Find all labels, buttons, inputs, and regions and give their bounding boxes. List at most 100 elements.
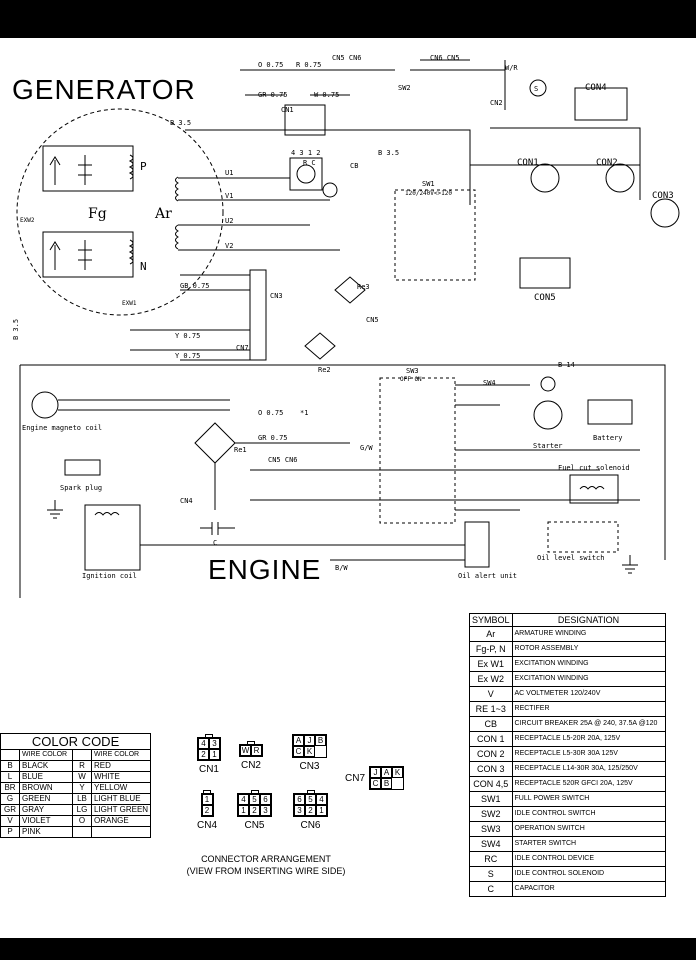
- cn6-pin: 5: [305, 794, 316, 805]
- rc-device: [289, 157, 323, 191]
- cn1-block: [284, 104, 326, 136]
- symbol-cell: SW3: [469, 821, 513, 837]
- designation-cell: RECEPTACLE L14-30R 30A, 125/250V: [511, 761, 666, 777]
- cn6-pin: 3: [294, 805, 305, 816]
- b35-bus: [185, 129, 640, 205]
- label-sw4: SW4: [483, 379, 496, 387]
- connector-caption-line1: CONNECTOR ARRANGEMENT: [201, 854, 331, 864]
- capacitor: [200, 522, 235, 535]
- cn3-pin: K: [304, 746, 315, 757]
- designation-cell: FULL POWER SWITCH: [511, 791, 666, 807]
- color-code-abbr: V: [0, 815, 20, 827]
- label-n: N: [140, 260, 147, 273]
- designation-cell: RECEPTACLE L5-20R 20A, 125V: [511, 731, 666, 747]
- designation-cell: IDLE CONTROL DEVICE: [511, 851, 666, 867]
- engine-magneto: [31, 391, 59, 419]
- label-re3: Re3: [357, 283, 370, 291]
- designation-cell: STARTER SWITCH: [511, 836, 666, 852]
- designation-cell: RECEPTACLE 520R GFCI 20A, 125V: [511, 776, 666, 792]
- label-w075: W 0.75: [314, 91, 339, 99]
- label-sw1: SW1: [422, 180, 435, 188]
- color-code-name: YELLOW: [90, 782, 152, 794]
- rotor-p-box: [42, 145, 134, 192]
- symbol-cell: V: [469, 686, 513, 702]
- ground-2: [622, 555, 638, 574]
- color-code-abbr: LB: [72, 793, 92, 805]
- color-code-abbr: LG: [72, 804, 92, 816]
- symbol-cell: CB: [469, 716, 513, 732]
- label-sw3-state: OFF ON: [400, 376, 422, 383]
- cn6-pin: 1: [316, 805, 327, 816]
- label-wr: W/R: [505, 64, 518, 72]
- label-cb: CB: [350, 162, 358, 170]
- label-bw: B/W: [335, 564, 348, 572]
- label-v2: V2: [225, 242, 233, 250]
- label-u1: U1: [225, 169, 233, 177]
- designation-cell: AC VOLTMETER 120/240V: [511, 686, 666, 702]
- label-b35-a: B 3.5: [170, 119, 191, 127]
- label-gw: G/W: [360, 444, 373, 452]
- fuel-cut-solenoid: [569, 474, 619, 504]
- battery: [587, 399, 633, 425]
- rectifier-p: [49, 155, 92, 185]
- label-b14: B 14: [558, 361, 575, 369]
- label-battery: Battery: [593, 434, 623, 442]
- symbol-cell: Ar: [469, 626, 513, 642]
- color-code-abbr: BR: [0, 782, 20, 794]
- rectifier-n: [49, 240, 92, 270]
- designation-cell: OPERATION SWITCH: [511, 821, 666, 837]
- symbol-cell: SW4: [469, 836, 513, 852]
- cn7-pin: A: [381, 767, 393, 778]
- sw1-box: [394, 189, 476, 281]
- voltmeter: [322, 182, 338, 198]
- bottom-black-bar: [0, 938, 696, 960]
- color-code-name: LIGHT GREEN: [90, 804, 152, 816]
- re3: [334, 276, 366, 304]
- designation-cell: ARMATURE WINDING: [511, 626, 666, 642]
- label-con4: CON4: [585, 83, 607, 93]
- symbol-cell: RC: [469, 851, 513, 867]
- cn4-pin: 2: [201, 805, 213, 816]
- label-con1: CON1: [517, 158, 539, 168]
- color-code-abbr: O: [72, 815, 92, 827]
- symbol-cell: CON 4,5: [469, 776, 513, 792]
- designation-cell: IDLE CONTROL SWITCH: [511, 806, 666, 822]
- label-con2: CON2: [596, 158, 618, 168]
- engine-wires-2: [455, 384, 640, 511]
- cn1-pin: 1: [209, 749, 220, 760]
- label-cn4-schem: CN4: [180, 497, 193, 505]
- symbol-cell: SW2: [469, 806, 513, 822]
- cn6-pin: 4: [316, 794, 327, 805]
- cn7-pin: B: [381, 778, 393, 789]
- coil-n: [128, 239, 134, 265]
- oil-level-switch: [547, 521, 619, 553]
- label-cn7-schem: CN7: [236, 344, 249, 352]
- connector-caption-line2: (VIEW FROM INSERTING WIRE SIDE): [186, 866, 346, 876]
- symbol-cell: C: [469, 881, 513, 897]
- coil-u1: [175, 176, 179, 202]
- cn7-pin: J: [370, 767, 382, 778]
- label-o075: O 0.75: [258, 61, 283, 69]
- designation-cell: RECTIFER: [511, 701, 666, 717]
- label-exw1: EXW1: [122, 300, 137, 307]
- symbol-cell: S: [469, 866, 513, 882]
- label-y075-b: Y 0.75: [175, 352, 200, 360]
- color-code-name: LIGHT BLUE: [90, 793, 152, 805]
- cn6-pin: 6: [294, 794, 305, 805]
- connector-caption: CONNECTOR ARRANGEMENT (VIEW FROM INSERTI…: [182, 853, 350, 877]
- cn4-pin: 1: [201, 794, 213, 805]
